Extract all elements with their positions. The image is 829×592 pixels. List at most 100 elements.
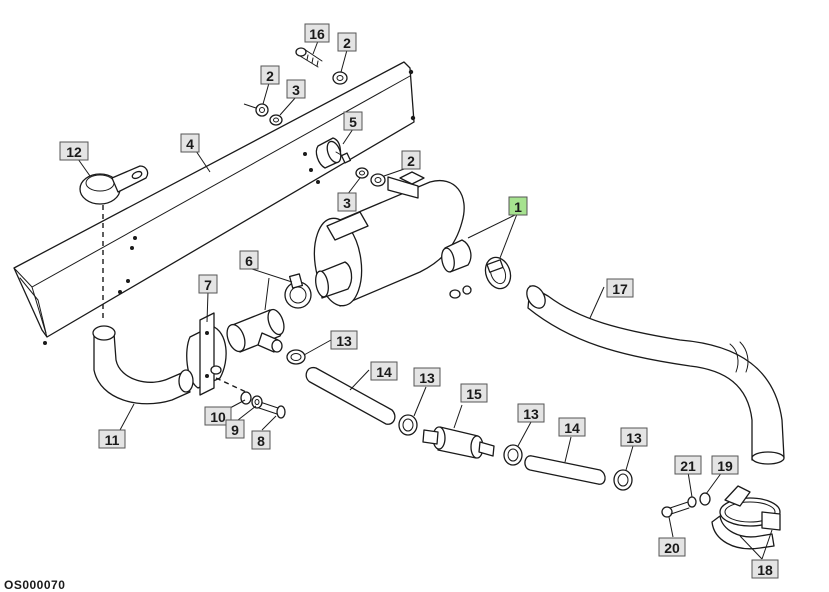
hose-14a	[305, 366, 396, 425]
callout-c21: 21	[674, 455, 702, 475]
washer-3-left	[269, 114, 283, 126]
callout-text: 3	[343, 195, 351, 211]
callout-box	[517, 403, 545, 423]
nut-10	[240, 391, 252, 405]
callout-c19: 19	[711, 455, 739, 475]
callout-box	[225, 419, 245, 439]
callout-box	[239, 250, 259, 270]
callout-c15: 15	[460, 383, 488, 403]
callout-text: 16	[309, 26, 325, 42]
callout-text: 19	[717, 458, 733, 474]
callout-box	[59, 141, 89, 161]
callout-c1: 1	[508, 196, 528, 216]
callout-text: 8	[257, 433, 265, 449]
callout-text: 15	[466, 386, 482, 402]
callout-text: 3	[292, 82, 300, 98]
fitting-15	[422, 426, 495, 459]
callout-box	[204, 406, 232, 426]
leader-lines	[77, 40, 773, 560]
callout-c2b: 2	[260, 65, 280, 85]
callout-c3a: 3	[286, 79, 306, 99]
bolt-20	[661, 501, 690, 518]
washer-3-lower	[355, 167, 369, 179]
nut-washer-muffler	[449, 285, 472, 299]
callout-text: 5	[349, 114, 357, 130]
callout-text: 20	[664, 540, 680, 556]
callout-c9: 9	[225, 419, 245, 439]
callout-c16: 16	[304, 23, 330, 43]
callout-box	[413, 367, 441, 387]
callout-box	[508, 196, 528, 216]
callout-c8: 8	[251, 430, 271, 450]
callout-box	[286, 79, 306, 99]
callout-text: 1	[514, 199, 522, 215]
callout-box	[620, 427, 648, 447]
callout-c17: 17	[606, 278, 634, 298]
callout-c10: 10	[204, 406, 232, 426]
callout-text: 2	[407, 153, 415, 169]
callout-c13b: 13	[413, 367, 441, 387]
callout-box	[337, 32, 357, 52]
callout-box	[674, 455, 702, 475]
exhaust-pipe-17	[526, 285, 785, 465]
rain-cap-12	[79, 165, 149, 205]
callout-box	[330, 330, 358, 350]
callout-box	[460, 383, 488, 403]
washer-21	[687, 496, 697, 508]
callout-box	[558, 417, 586, 437]
callout-box	[401, 150, 421, 170]
callout-text: 2	[266, 68, 274, 84]
callout-text: 7	[204, 277, 212, 293]
callout-c13c: 13	[517, 403, 545, 423]
callout-c2a: 2	[337, 32, 357, 52]
callout-box	[260, 65, 280, 85]
callout-c14b: 14	[558, 417, 586, 437]
callout-text: 6	[245, 253, 253, 269]
callout-c3b: 3	[337, 192, 357, 212]
callout-c4: 4	[180, 133, 200, 153]
hose-clamp-13b	[398, 414, 418, 436]
callout-text: 9	[231, 422, 239, 438]
callout-text: 11	[105, 432, 120, 448]
elbow-pipe-11	[92, 325, 194, 405]
callout-box	[180, 133, 200, 153]
hose-clamp-13c	[503, 444, 523, 466]
callout-text: 2	[343, 35, 351, 51]
hose-clamp-13d	[613, 469, 633, 491]
hose-14b	[524, 455, 606, 485]
callout-box	[658, 537, 686, 557]
callout-text: 13	[523, 406, 539, 422]
callout-box	[343, 111, 363, 131]
clamp-muffler-outlet	[484, 256, 512, 290]
callout-text: 13	[419, 370, 435, 386]
callout-c12: 12	[59, 141, 89, 161]
hose-clamp-13a	[286, 349, 306, 365]
callout-text: 4	[186, 136, 194, 152]
bolt-16	[295, 47, 323, 68]
callout-text: 12	[66, 144, 82, 160]
callout-text: 21	[680, 458, 696, 474]
washer-9	[251, 395, 263, 409]
tee-pipe-6	[226, 308, 285, 353]
callout-box	[304, 23, 330, 43]
callout-text: 10	[210, 409, 226, 425]
callout-box	[337, 192, 357, 212]
callout-text: 13	[336, 333, 352, 349]
callout-text: 14	[564, 420, 580, 436]
callout-box	[98, 429, 126, 449]
nut-19	[699, 492, 711, 506]
callout-c18: 18	[751, 559, 779, 579]
bolt-8	[258, 401, 286, 419]
callout-box	[606, 278, 634, 298]
nut-2-top	[332, 71, 348, 85]
callout-c6: 6	[239, 250, 259, 270]
callout-c13d: 13	[620, 427, 648, 447]
callout-text: 14	[376, 364, 392, 380]
callout-c20: 20	[658, 537, 686, 557]
callout-text: 13	[626, 430, 642, 446]
callout-c5: 5	[343, 111, 363, 131]
callout-box	[198, 274, 218, 294]
figure-code: OS000070	[4, 578, 66, 592]
